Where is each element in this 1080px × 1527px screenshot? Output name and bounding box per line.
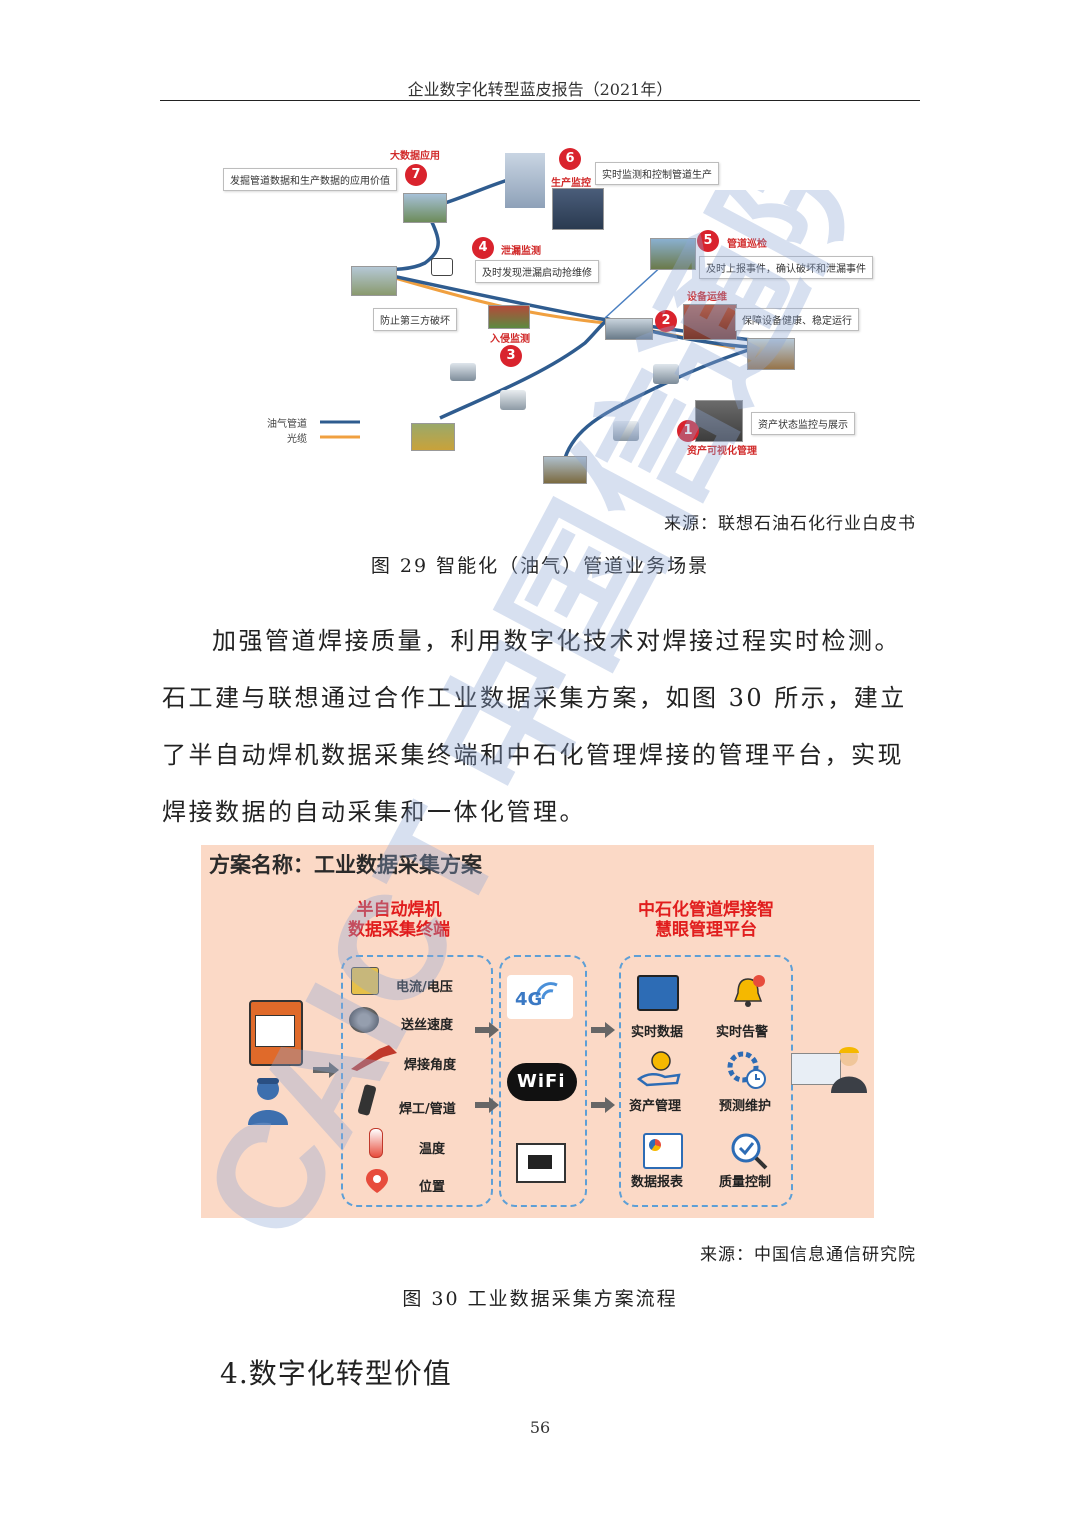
monitor-icon: [637, 975, 679, 1011]
alarm-bell-icon: [733, 975, 765, 1007]
box-pipeline-patrol: 及时上报事件，确认破坏和泄漏事件: [699, 256, 873, 279]
worker-icon: [243, 1075, 293, 1125]
site-photo: [411, 423, 455, 451]
arrow-right-icon: [591, 1022, 615, 1038]
body-paragraph: 加强管道焊接质量，利用数字化技术对焊接过程实时检测。石工建与联想通过合作工业数据…: [162, 613, 920, 841]
device-icon: [653, 364, 679, 384]
marker-3: 3: [500, 345, 522, 367]
input-current-voltage: 电流/电压: [396, 980, 453, 995]
figure-29-source: 来源：联想石油石化行业白皮书: [664, 514, 916, 534]
site-photo: [403, 193, 447, 223]
site-photo: [543, 456, 587, 484]
intrusion-photo: [488, 305, 530, 329]
asset-photo: [695, 400, 743, 442]
platform-title-line1: 中石化管道焊接智: [638, 900, 774, 920]
device-icon: [613, 421, 639, 441]
terminal-title-line1: 半自动焊机: [356, 900, 442, 920]
camera-icon: [431, 258, 453, 276]
platform-title-line2: 慧眼管理平台: [655, 920, 757, 940]
box-third-party: 防止第三方破坏: [373, 308, 457, 331]
thermometer-icon: [369, 1128, 383, 1158]
terminal-title-line2: 数据采集终端: [348, 920, 450, 940]
wifi-icon: WiFi: [507, 1063, 577, 1101]
output-realtime-data: 实时数据: [631, 1025, 684, 1040]
label-device-ops: 设备运维: [687, 292, 727, 303]
legend-cable: 光缆: [287, 434, 307, 445]
site-photo: [747, 338, 795, 370]
4g-icon: 4G: [507, 975, 573, 1019]
input-weld-angle: 焊接角度: [404, 1058, 457, 1073]
building-icon: [505, 153, 545, 208]
input-wire-speed: 送丝速度: [401, 1018, 454, 1033]
terminal-title: 半自动焊机 数据采集终端: [329, 900, 469, 940]
header-rule: [160, 100, 920, 101]
inspection-photo: [650, 238, 696, 270]
output-asset-management: 资产管理: [629, 1099, 682, 1114]
wifi-label: WiFi: [517, 1071, 566, 1092]
legend-pipeline: 油气管道: [267, 419, 307, 430]
welding-torch-icon: [351, 1045, 397, 1071]
marker-4: 4: [472, 237, 494, 259]
arrow-right-icon: [591, 1097, 615, 1113]
device-icon: [500, 390, 526, 410]
site-photo: [351, 266, 397, 296]
quality-check-icon: [731, 1133, 768, 1170]
figure-30-diagram: 方案名称：工业数据采集方案 半自动焊机 数据采集终端 中石化管道焊接智 慧眼管理…: [201, 845, 874, 1218]
output-predictive-maintenance: 预测维护: [719, 1099, 772, 1114]
input-welder-pipeline: 焊工/管道: [399, 1102, 456, 1117]
arrow-right-icon: [313, 1062, 339, 1078]
dashboard-screen-icon: [791, 1053, 841, 1085]
scheme-title: 方案名称：工业数据采集方案: [209, 853, 482, 877]
figure-29-caption: 图 29 智能化（油气）管道业务场景: [370, 555, 710, 577]
arrow-right-icon: [475, 1097, 499, 1113]
ethernet-port-icon: [516, 1143, 566, 1183]
4g-label: 4G: [515, 989, 543, 1010]
marker-2: 2: [655, 310, 677, 332]
multimeter-icon: [351, 967, 379, 995]
box-asset-status: 资产状态监控与展示: [751, 412, 855, 435]
gear-clock-icon: [727, 1051, 766, 1089]
input-group: [341, 955, 493, 1207]
marker-1: 1: [677, 420, 699, 442]
section-heading: 4.数字化转型价值: [220, 1357, 452, 1390]
wire-feed-icon: [349, 1007, 379, 1033]
city-photo: [605, 318, 653, 340]
input-temperature: 温度: [419, 1142, 446, 1157]
platform-title: 中石化管道焊接智 慧眼管理平台: [621, 900, 791, 940]
output-quality-control: 质量控制: [719, 1175, 772, 1190]
label-big-data: 大数据应用: [390, 151, 440, 162]
label-pipeline-patrol: 管道巡检: [727, 239, 767, 250]
manager-icon: [831, 1047, 867, 1093]
asset-hand-icon: [637, 1051, 681, 1087]
control-room-photo: [552, 188, 604, 230]
network-group: [499, 955, 587, 1207]
input-location: 位置: [419, 1180, 446, 1195]
marker-7: 7: [405, 164, 427, 186]
label-leak-monitor: 泄漏监测: [501, 246, 541, 257]
box-leak-monitor: 及时发现泄漏启动抢维修: [475, 260, 599, 283]
maintenance-photo: [683, 304, 737, 340]
location-pin-icon: [366, 1169, 388, 1193]
page-number: 56: [529, 1418, 551, 1437]
box-production-monitor: 实时监测和控制管道生产: [595, 162, 719, 185]
output-realtime-alarm: 实时告警: [716, 1025, 769, 1040]
marker-6: 6: [559, 148, 581, 170]
page-header: 企业数字化转型蓝皮报告（2021年）: [407, 80, 673, 99]
label-production-monitor: 生产监控: [551, 178, 591, 189]
label-asset-visualization: 资产可视化管理: [687, 446, 757, 457]
device-icon: [450, 363, 476, 381]
figure-30-caption: 图 30 工业数据采集方案流程: [402, 1288, 678, 1310]
paragraph-text: 加强管道焊接质量，利用数字化技术对焊接过程实时检测。石工建与联想通过合作工业数据…: [162, 627, 907, 826]
box-big-data: 发掘管道数据和生产数据的应用价值: [223, 168, 397, 191]
output-data-reports: 数据报表: [631, 1175, 684, 1190]
figure-29-diagram: 大数据应用 7 发掘管道数据和生产数据的应用价值 6 生产监控 实时监测和控制管…: [215, 138, 905, 498]
figure-30-source: 来源：中国信息通信研究院: [700, 1245, 916, 1265]
marker-5: 5: [697, 230, 719, 252]
arrow-right-icon: [475, 1022, 499, 1038]
box-device-ops: 保障设备健康、稳定运行: [735, 308, 859, 331]
report-icon: [643, 1133, 683, 1169]
label-intrusion-monitor: 入侵监测: [490, 334, 530, 345]
welding-panel-icon: [255, 1015, 295, 1047]
